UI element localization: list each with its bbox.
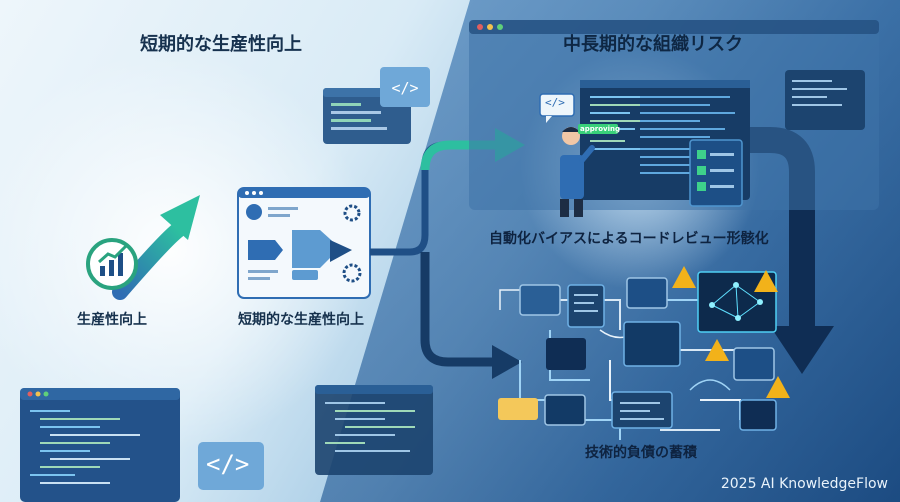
automation-bias-label: 自動化バイアスによるコードレビュー形骸化 [489,231,769,247]
chat-code-icon: </> [545,96,565,109]
code-tag-icon: </> [206,450,250,478]
productivity-label: 生産性向上 [77,312,147,328]
left-glow [0,50,370,450]
approving-badge-label: approving [580,125,620,133]
footer-credit: 2025 AI KnowledgeFlow [720,476,888,492]
checklist-panel [689,139,743,207]
approving-badge [578,124,618,134]
process-window [237,187,371,299]
code-tag-card [198,442,264,490]
long-term-risk-heading: 中長期的な組織リスク [563,34,743,55]
short-term-heading: 短期的な生産性向上 [140,34,302,55]
reviewer-person [560,127,595,217]
warning-icons [672,266,790,398]
code-window-bottommid [315,385,433,475]
svg-text:</>: </> [391,79,418,97]
tech-debt-network [498,271,777,440]
chart-icon [86,238,138,290]
code-window-bottomleft [20,388,180,502]
chat-code-bubble [539,93,575,123]
short-term-productivity-label: 短期的な生産性向上 [238,312,364,328]
code-window-topleft: </> [323,67,430,144]
tech-debt-label: 技術的負債の蓄積 [585,445,697,461]
